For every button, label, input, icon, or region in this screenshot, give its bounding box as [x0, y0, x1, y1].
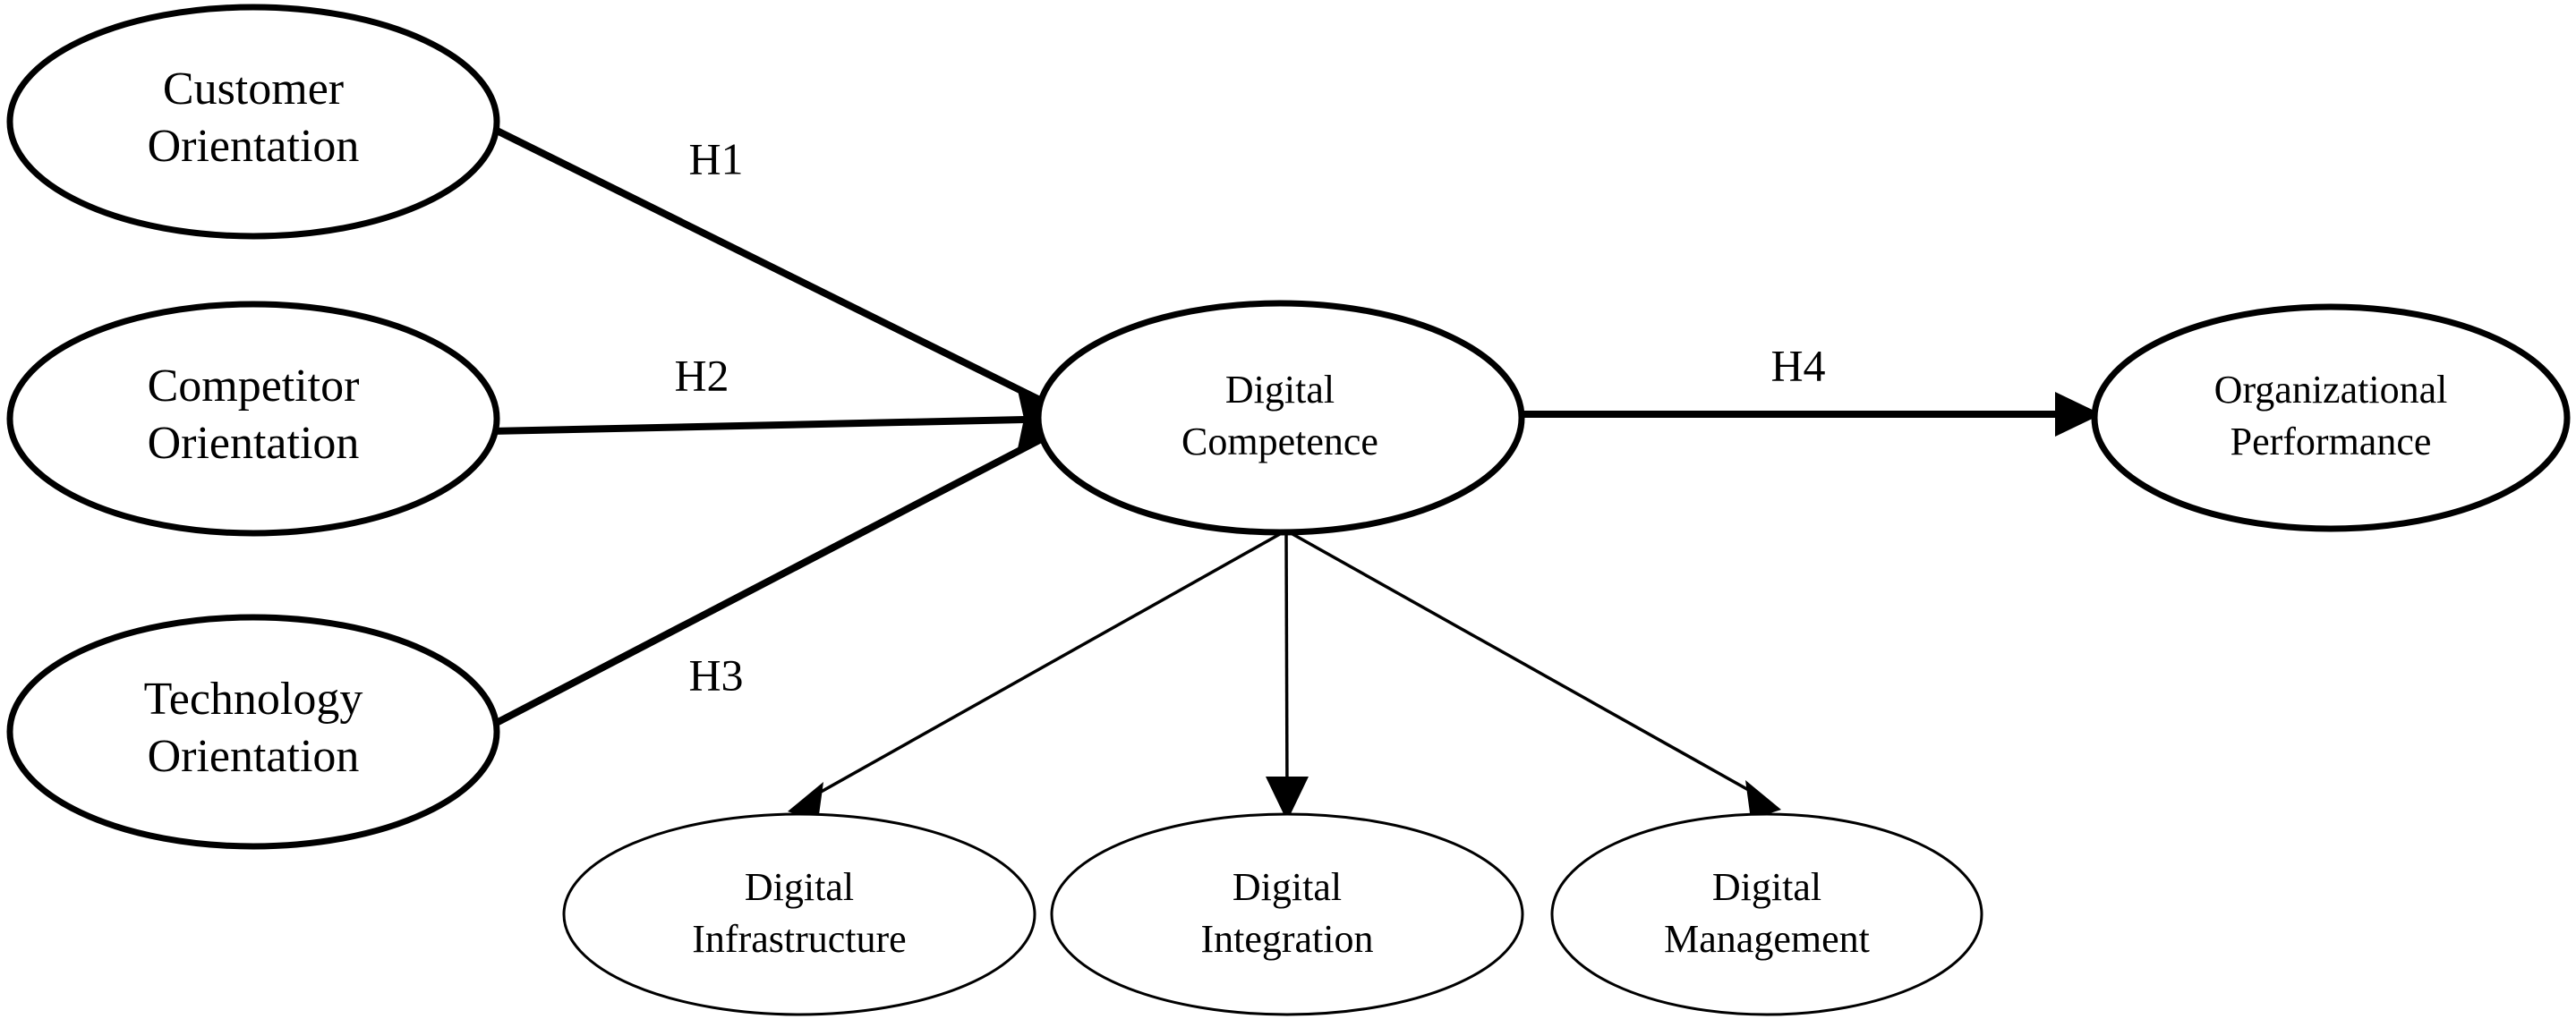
- node-digital-integration-ellipse: [1050, 812, 1524, 1016]
- edge-h1-line: [484, 122, 1069, 417]
- edge-dc-integration[interactable]: [1266, 530, 1309, 821]
- arrowhead-into-digital-infrastructure: [788, 782, 823, 821]
- edge-h4[interactable]: [1520, 392, 2102, 437]
- node-digital-integration-line2: Integration: [1200, 917, 1373, 961]
- edge-h3-line: [464, 422, 1069, 743]
- edge-h2[interactable]: [490, 415, 1068, 435]
- edge-dc-management-line: [1285, 529, 1761, 798]
- node-technology-orientation-ellipse: [6, 614, 500, 850]
- node-digital-competence-line1: Digital: [1225, 368, 1335, 412]
- node-organizational-performance-line1: Organizational: [2214, 368, 2448, 412]
- node-technology-orientation-line2: Orientation: [148, 731, 360, 782]
- edge-h1[interactable]: [484, 122, 1069, 417]
- node-digital-competence-ellipse: [1035, 300, 1525, 536]
- node-customer-orientation-line1: Customer: [163, 64, 344, 115]
- node-digital-competence-line2: Competence: [1181, 420, 1378, 463]
- node-digital-competence[interactable]: Digital Competence: [1035, 300, 1525, 536]
- edge-dc-management[interactable]: [1285, 529, 1781, 819]
- arrowhead-into-digital-management: [1745, 780, 1781, 819]
- edge-dc-infrastructure-line: [807, 529, 1287, 801]
- node-competitor-orientation-line1: Competitor: [148, 361, 360, 412]
- edge-h3[interactable]: [464, 422, 1069, 743]
- node-technology-orientation[interactable]: Technology Orientation: [6, 614, 500, 850]
- node-organizational-performance-line2: Performance: [2231, 420, 2432, 463]
- edge-dc-infrastructure[interactable]: [788, 529, 1287, 821]
- node-competitor-orientation-ellipse: [6, 301, 500, 537]
- node-organizational-performance[interactable]: Organizational Performance: [2091, 303, 2571, 532]
- node-digital-management[interactable]: Digital Management: [1550, 812, 1983, 1016]
- node-customer-orientation-ellipse: [6, 4, 500, 240]
- node-digital-infrastructure-line2: Infrastructure: [692, 917, 906, 961]
- node-customer-orientation-line2: Orientation: [148, 121, 360, 172]
- node-digital-management-line2: Management: [1664, 917, 1870, 961]
- edge-label-h1: H1: [688, 133, 743, 183]
- node-organizational-performance-ellipse: [2091, 303, 2571, 532]
- edge-h2-line: [490, 415, 1068, 435]
- arrowhead-into-digital-integration: [1266, 777, 1309, 821]
- node-competitor-orientation[interactable]: Competitor Orientation: [6, 301, 500, 537]
- node-customer-orientation[interactable]: Customer Orientation: [6, 4, 500, 240]
- node-competitor-orientation-line2: Orientation: [148, 418, 360, 469]
- node-digital-infrastructure-ellipse: [562, 812, 1036, 1016]
- edge-label-h3: H3: [688, 650, 743, 700]
- node-digital-integration-line1: Digital: [1233, 865, 1342, 909]
- node-technology-orientation-line1: Technology: [144, 674, 363, 725]
- edge-label-h2: H2: [674, 350, 729, 400]
- node-digital-integration[interactable]: Digital Integration: [1050, 812, 1524, 1016]
- node-digital-infrastructure[interactable]: Digital Infrastructure: [562, 812, 1036, 1016]
- node-digital-management-line1: Digital: [1712, 865, 1821, 909]
- arrowhead-into-organizational-performance: [2055, 392, 2102, 437]
- node-digital-infrastructure-line1: Digital: [745, 865, 854, 909]
- edge-label-h4: H4: [1770, 340, 1825, 390]
- node-digital-management-ellipse: [1550, 812, 1983, 1016]
- edge-dc-integration-line: [1284, 530, 1289, 797]
